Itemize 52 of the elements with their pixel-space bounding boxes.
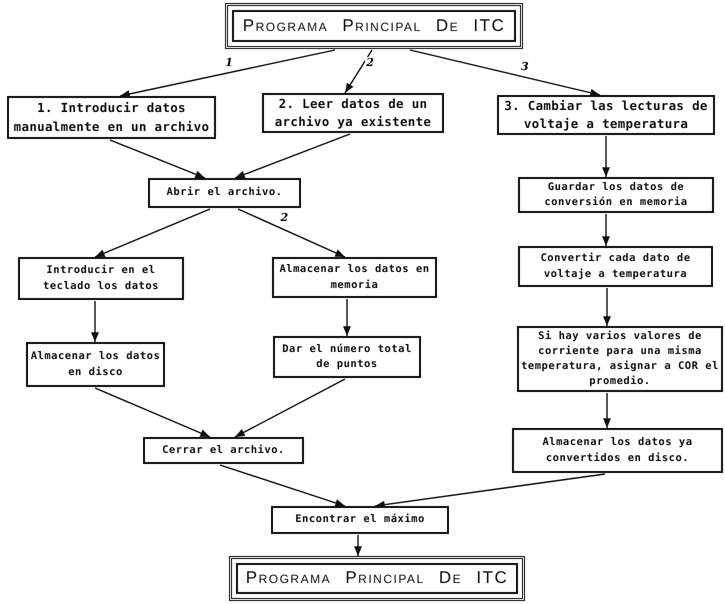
arrow — [344, 50, 373, 94]
process-box — [18, 257, 184, 300]
arrow — [220, 464, 346, 507]
box-text: Introducir en el teclado los datos — [42, 263, 160, 294]
arrow — [374, 473, 606, 509]
edge-label: 2 — [365, 57, 375, 68]
box-text: Programa Principal De ITC — [246, 567, 508, 590]
process-box — [271, 506, 449, 534]
edge-label: 3 — [520, 61, 530, 72]
arrow — [602, 136, 610, 177]
box-text: Guardar los datos de conversión en memoria — [543, 180, 689, 210]
process-box — [512, 428, 723, 473]
arrow — [410, 49, 600, 97]
process-box — [518, 246, 713, 287]
process-box — [518, 177, 714, 213]
box-text: Abrir el archivo. — [166, 185, 282, 200]
arrow — [234, 378, 346, 438]
box-text: Cerrar el archivo. — [162, 442, 285, 458]
box-text: Programa Principal De ITC — [242, 14, 506, 37]
process-box — [262, 93, 444, 133]
arrow — [94, 208, 210, 258]
edge-label: 1 — [224, 56, 234, 68]
arrow — [603, 393, 611, 428]
process-box — [148, 178, 301, 208]
process-box — [7, 96, 216, 139]
box-text: Encontrar el máximo — [295, 512, 425, 528]
box-text: Almacenar los datos en disco — [30, 349, 162, 380]
title-box — [229, 556, 525, 601]
process-box — [273, 336, 421, 378]
arrow — [110, 139, 206, 179]
title-box — [225, 3, 523, 49]
box-text: Almacenar los datos ya convertidos en disco. — [541, 435, 694, 466]
box-text: Almacenar los datos en memoria — [278, 262, 431, 292]
arrow — [238, 208, 346, 258]
arrow — [354, 535, 362, 556]
edge-label: 2 — [279, 212, 290, 223]
box-text: Dar el número total de puntos — [281, 342, 413, 372]
process-box — [272, 257, 437, 298]
process-box — [143, 437, 304, 464]
arrow — [602, 214, 610, 246]
box-text: 3. Cambiar las lecturas de voltaje a temperatura — [503, 96, 709, 133]
arrow — [234, 133, 350, 179]
process-box — [26, 342, 165, 387]
arrow — [603, 288, 611, 326]
arrow — [91, 301, 99, 342]
box-text: Convertir cada dato de voltaje a temperatura — [539, 251, 692, 282]
arrow — [120, 49, 336, 98]
box-text: 1. Introducir datos manualmente en un archivo — [12, 99, 210, 136]
box-text: 2. Leer datos de un archivo ya existente — [274, 94, 432, 131]
arrow — [343, 299, 351, 336]
arrow — [94, 387, 210, 438]
box-text: Si hay varios valores de corriente para una misma temperatura, asignar a COR el promedio. — [520, 328, 720, 390]
